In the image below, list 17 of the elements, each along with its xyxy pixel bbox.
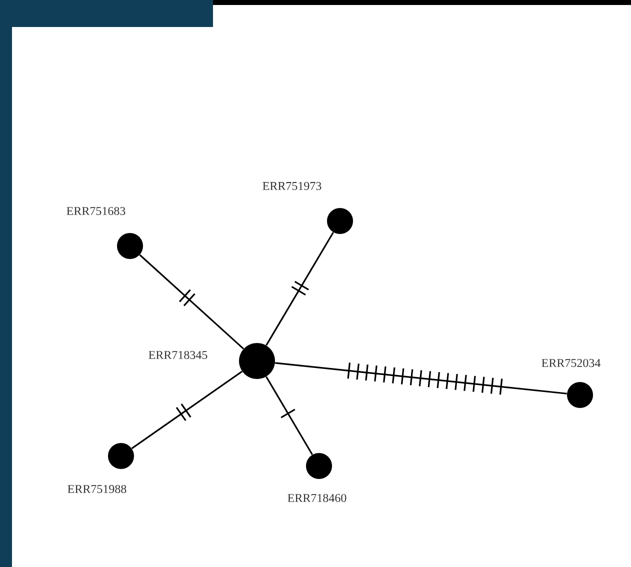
haplotype-dot xyxy=(327,208,353,234)
haplotype-dot xyxy=(108,443,134,469)
network-link xyxy=(131,370,243,450)
network-link xyxy=(266,376,313,456)
haplotype-dot xyxy=(239,343,275,379)
network-link xyxy=(139,254,244,350)
node-label: ERR751973 xyxy=(262,182,322,190)
network-link xyxy=(266,232,334,346)
haplotype-dot xyxy=(306,453,332,479)
network-link xyxy=(275,362,567,395)
node-label: ERR718345 xyxy=(148,350,208,360)
node-label: ERR718460 xyxy=(288,494,346,502)
haplotype-dot xyxy=(117,233,143,259)
node-label: ERR751683 xyxy=(66,206,126,216)
haplotype-dot xyxy=(567,382,593,408)
node-label: ERR752034 xyxy=(542,358,600,368)
node-label: ERR751988 xyxy=(68,484,126,494)
